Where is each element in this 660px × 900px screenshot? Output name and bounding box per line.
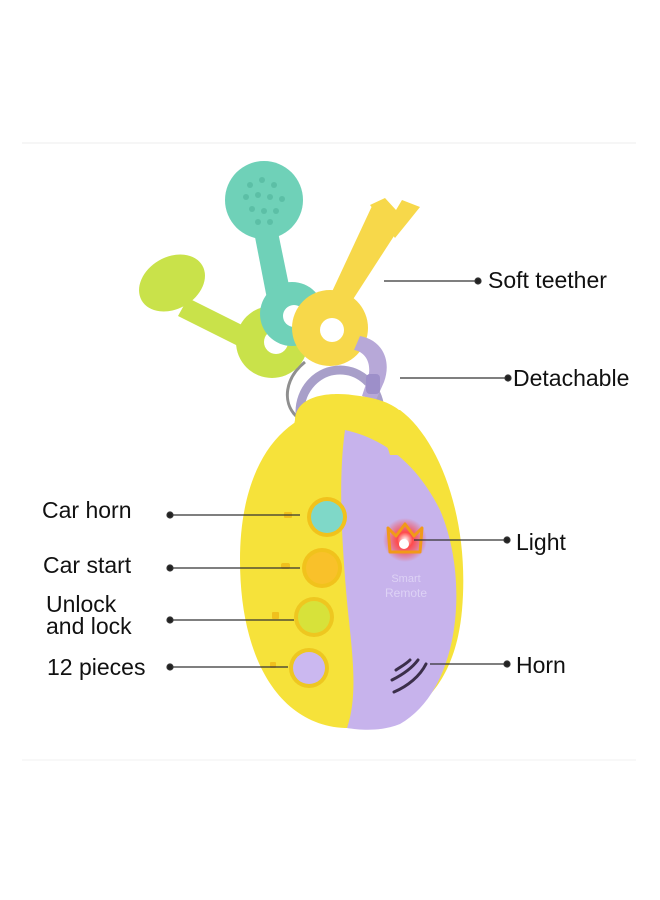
label-horn: Horn bbox=[516, 652, 566, 678]
light-crown-icon bbox=[383, 518, 427, 562]
label-soft-teether: Soft teether bbox=[488, 267, 607, 293]
remote-body bbox=[240, 394, 464, 730]
button-pieces[interactable] bbox=[289, 648, 329, 688]
label-unlock-line1: Unlock bbox=[46, 591, 117, 617]
callout-line-unlock bbox=[166, 616, 294, 624]
teether-key-yellow bbox=[292, 198, 420, 366]
callout-line-detachable bbox=[400, 374, 512, 382]
label-car-start: Car start bbox=[43, 552, 132, 578]
callout-line-pieces bbox=[166, 663, 288, 671]
label-unlock-line2: and lock bbox=[46, 613, 132, 639]
button-car-horn[interactable] bbox=[307, 497, 347, 537]
product-label-line1: Smart bbox=[391, 573, 420, 585]
callout-line-horn bbox=[430, 660, 511, 668]
label-light: Light bbox=[516, 529, 566, 555]
callout-line-light bbox=[414, 536, 511, 544]
callout-line-car-start bbox=[166, 564, 300, 572]
button-car-start[interactable] bbox=[302, 548, 342, 588]
lock-button-icon bbox=[272, 612, 279, 619]
callout-line-soft-teether bbox=[384, 277, 482, 285]
label-unlock-and-lock: Unlock and lock bbox=[46, 591, 132, 639]
snap-clip bbox=[354, 336, 387, 400]
speaker-waves-icon bbox=[390, 658, 428, 694]
label-car-horn: Car horn bbox=[42, 497, 132, 523]
label-detachable: Detachable bbox=[513, 365, 630, 391]
button-unlock[interactable] bbox=[294, 597, 334, 637]
label-12-pieces: 12 pieces bbox=[47, 654, 146, 680]
product-label-line2: Remote bbox=[385, 586, 427, 600]
callout-line-car-horn bbox=[166, 511, 300, 519]
